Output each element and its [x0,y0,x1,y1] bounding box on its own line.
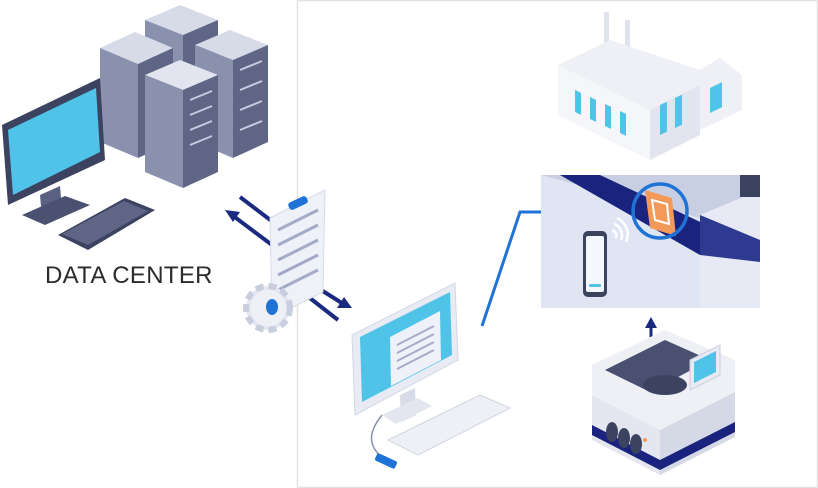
clipboard-document-icon [269,189,326,319]
server-rack-icon [100,5,268,188]
gear-icon [243,283,293,333]
keyboard-icon [370,394,512,469]
factory-icon [558,12,742,160]
smartphone-icon [583,231,607,297]
data-center-label: DATA CENTER [45,262,213,289]
rfid-panel [541,175,760,308]
keyboard-icon [58,198,155,250]
rfid-tag-icon [631,182,689,240]
industrial-machine-icon [592,330,735,475]
wifi-signal-icon [611,216,629,243]
desktop-computer-icon [351,282,459,424]
desktop-computer-icon [2,78,105,225]
